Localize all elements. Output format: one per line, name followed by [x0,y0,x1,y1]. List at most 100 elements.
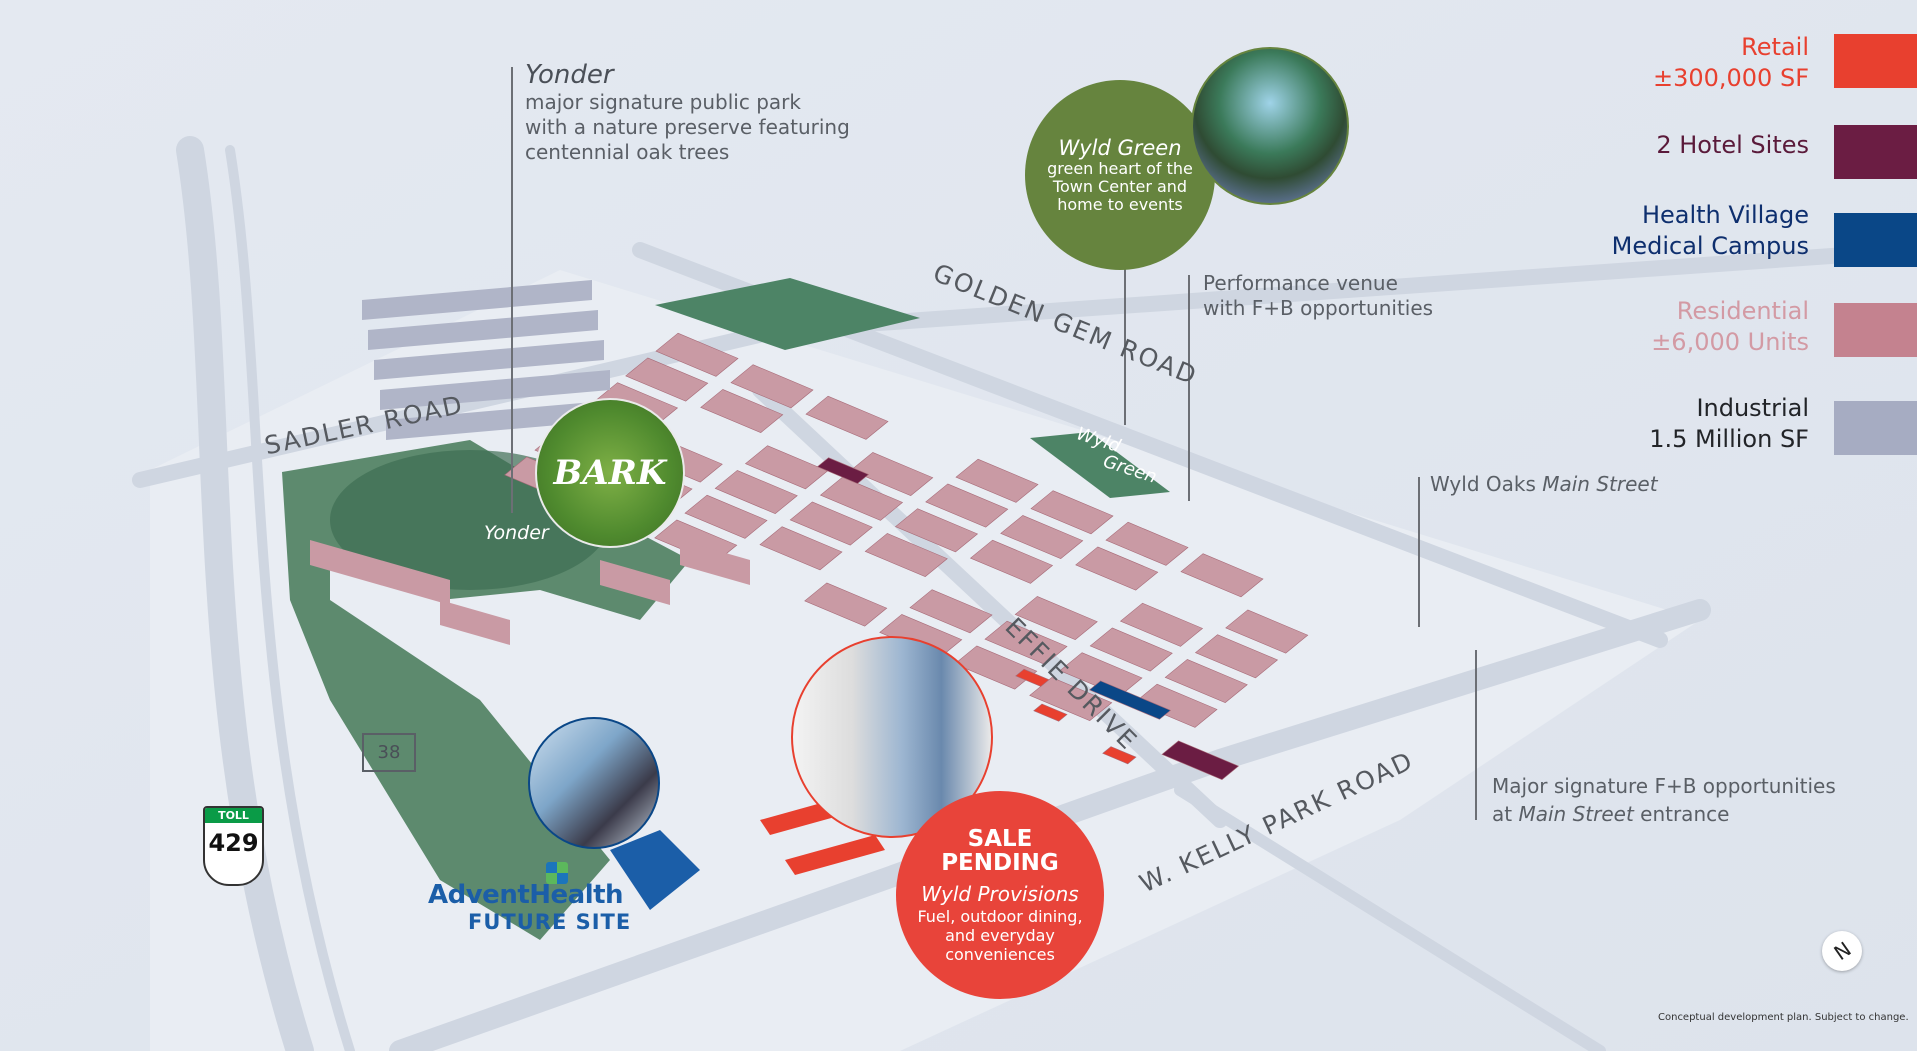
legend-label-line: Residential [1676,297,1809,325]
industrial-building [386,400,616,440]
legend-label: Residential ±6,000 Units [1651,296,1809,358]
fb-suffix: entrance [1633,802,1730,826]
retail-building [1102,746,1137,765]
wyld-green-line: green heart of the [1047,159,1193,178]
residential-building [954,645,1038,690]
advent-cross-icon [546,862,568,884]
legend-label-line: 1.5 Million SF [1649,425,1809,453]
residential-building [1164,659,1248,703]
north-label: N [1828,936,1856,966]
residential-building [1029,677,1113,721]
residential-building [1075,546,1159,591]
legend-label-line: Industrial [1696,394,1809,422]
residential-building [440,600,510,645]
sale-line: Fuel, outdoor dining, [917,906,1083,926]
residential-building [759,526,843,571]
legend-swatch [1834,34,1917,88]
residential-building [1119,602,1204,647]
performance-line: with F+B opportunities [1203,296,1434,320]
yonder-leader-line [511,67,513,513]
wyld-green-lawn [1030,432,1170,498]
residential-building [864,533,948,577]
toll-label: TOLL [205,808,262,823]
residential-building [1089,627,1173,672]
residential-building [1105,521,1189,566]
green-field [655,278,920,350]
residential-building [850,452,934,496]
legend-label-line: Retail [1741,33,1809,61]
fb-leader-line [1475,650,1477,820]
performance-callout: Performance venue with F+B opportunities [1203,271,1433,321]
concert-photo [1191,47,1349,205]
cross-road [1174,784,1606,1051]
legend-label: 2 Hotel Sites [1656,130,1809,161]
yonder-line: centennial oak trees [525,140,730,164]
wyld-green-title: Wyld Green [1058,136,1182,160]
residential-building [984,620,1068,665]
residential-building [1180,553,1264,598]
legend-label: Industrial 1.5 Million SF [1649,393,1809,455]
residential-building [680,540,750,585]
yonder-map-label: Yonder [484,522,549,544]
north-arrow-icon: N [1822,931,1862,971]
residential-building [380,560,450,605]
residential-building [310,540,380,585]
fb-italic: Main Street [1518,802,1634,826]
legend-swatch [1834,125,1917,179]
industrial-building [374,340,604,380]
bark-logo-text: BARK [553,453,667,493]
legend-label-line: Medical Campus [1611,232,1809,260]
main-street-leader-line [1418,477,1420,627]
residential-building [655,332,739,377]
highway-429 [176,136,314,1051]
industrial-building [362,280,592,320]
residential-building [730,364,814,409]
fb-callout: Major signature F+B opportunities at Mai… [1492,772,1836,828]
residential-building [805,395,889,440]
hotel-building [816,457,870,484]
wyld-green-circle: Wyld Green green heart of the Town Cente… [1025,80,1215,270]
fb-prefix: at [1492,802,1519,826]
performance-line: Performance venue [1203,271,1398,295]
toll-number: 429 [208,829,259,857]
yonder-line: with a nature preserve featuring [525,115,850,139]
advent-health-wordmark: AdventHealth [428,880,624,910]
legend-label: Retail±300,000 SF [1653,32,1809,94]
highway-429-b [225,145,355,1051]
medical-building [1088,680,1172,720]
residential-building [625,357,709,402]
legend-label-line: 2 Hotel Sites [1656,131,1809,159]
legend-swatch [1834,401,1917,455]
residential-building [789,501,873,546]
sale-title: Wyld Provisions [921,881,1079,906]
retail-building [1033,703,1068,722]
hotel-building [1161,740,1240,780]
legend-swatch [1834,303,1917,357]
fuel-canopy [785,835,885,875]
main-street-callout: Wyld Oaks Main Street [1430,472,1658,497]
sale-pending-circle: SALE PENDING Wyld Provisions Fuel, outdo… [896,791,1104,999]
legend-label-line: Health Village [1641,201,1809,229]
residential-building [925,483,1009,528]
residential-building [819,476,904,521]
doctor-photo [528,717,660,849]
advent-future-site: FUTURE SITE [468,910,632,934]
residential-building [969,539,1054,584]
wyld-green-line: Town Center and [1052,177,1188,196]
legend-label-line: ±6,000 Units [1651,328,1809,356]
sale-line: and everyday [945,925,1055,945]
main-street-prefix: Wyld Oaks [1430,472,1543,496]
yonder-title: Yonder [525,60,614,90]
residential-building [600,560,670,605]
advent-health-building [610,830,700,910]
fb-line: Major signature F+B opportunities [1492,774,1836,798]
advent-health-logo: AdventHealth FUTURE SITE [428,860,631,934]
residential-building [894,508,979,553]
footnote: Conceptual development plan. Subject to … [1658,1012,1909,1023]
sale-line: conveniences [945,944,1055,964]
performance-leader-line [1188,275,1190,501]
main-street-italic: Main Street [1542,472,1658,496]
residential-building [1030,490,1114,535]
residential-building [700,389,784,433]
